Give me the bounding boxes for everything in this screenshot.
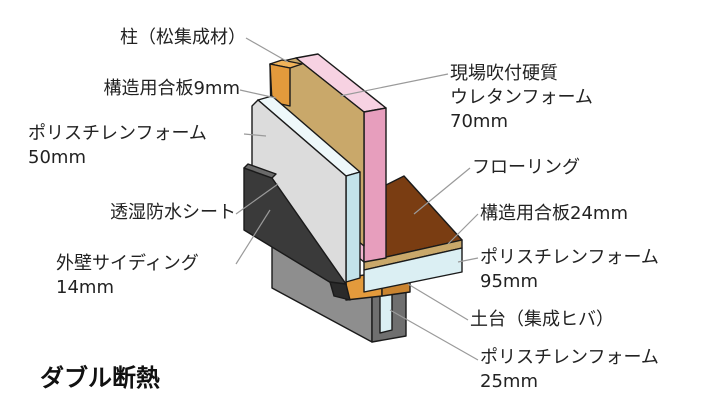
label-plywood-wall: 構造用合板9mm [103,78,240,99]
label-urethane-line2: ウレタンフォーム [450,87,593,108]
label-urethane-line1: 現場吹付硬質 [450,63,558,84]
label-ps-foam-95-line1: ポリスチレンフォーム [480,247,659,268]
siding-highlight [243,163,277,179]
label-ps-foam-25-line2: 25mm [480,371,538,392]
label-ps-foam-25-line1: ポリスチレンフォーム [480,347,659,368]
leader-siding [235,209,271,265]
leader-sill [407,283,469,321]
label-plywood-floor: 構造用合板24mm [480,203,628,224]
siding-edge [329,281,351,301]
label-siding-line1: 外壁サイディング [56,253,199,274]
label-column: 柱（松集成材） [120,27,246,48]
leader-lines [235,37,479,361]
leader-urethane [339,73,449,97]
leader-moisture-sheet [235,183,279,215]
siding-layer [243,163,351,301]
floor-assembly [363,175,463,293]
leader-ps-foam-50 [243,133,267,137]
urethane-side [363,107,387,263]
leader-plywood-floor [447,213,479,245]
diagram-title: ダブル断熱 [40,364,160,392]
ps-foam-50-side [345,171,361,283]
label-ps-foam-25: ポリスチレンフォーム 25mm [480,346,659,394]
label-urethane-line3: 70mm [450,111,508,132]
label-siding: 外壁サイディング 14mm [56,252,199,300]
label-ps-foam-95-line2: 95mm [480,271,538,292]
column-face [269,63,291,107]
column [269,59,303,107]
floor-ps-foam-95 [363,247,463,293]
leader-column [245,37,289,63]
label-urethane: 現場吹付硬質 ウレタンフォーム 70mm [450,62,593,134]
label-ps-foam-50-line1: ポリスチレンフォーム [28,123,207,144]
label-ps-foam-50: ポリスチレンフォーム 50mm [28,122,207,170]
label-siding-line2: 14mm [56,277,114,298]
leader-ps-foam-95 [457,257,479,263]
leader-plywood-wall [239,89,277,99]
leader-ps-foam-25 [389,309,479,361]
label-flooring: フローリング [472,157,580,178]
label-ps-foam-50-line2: 50mm [28,147,86,168]
label-ps-foam-95: ポリスチレンフォーム 95mm [480,246,659,294]
label-moisture-sheet: 透湿防水シート [110,202,236,223]
label-sill: 土台（集成ヒバ） [470,309,614,330]
leader-flooring [413,167,471,215]
